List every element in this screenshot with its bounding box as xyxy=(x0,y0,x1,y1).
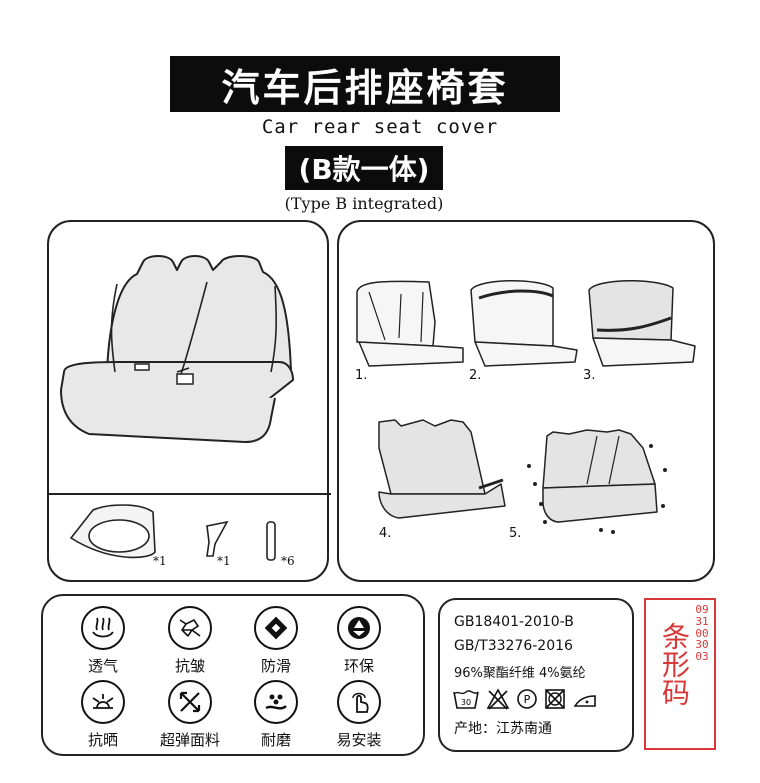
iron-low-icon xyxy=(573,695,596,707)
material-line: 96%聚酯纤维 4%氨纶 xyxy=(454,666,586,681)
barcode-label: 条形码 xyxy=(658,622,691,706)
breathable-icon xyxy=(81,606,125,650)
elastic-fabric-icon xyxy=(168,680,212,724)
page-title: 汽车后排座椅套 xyxy=(221,65,509,110)
push-arrow-icons xyxy=(527,444,667,534)
no-tumble-dry-icon xyxy=(545,689,565,709)
tube-stick-icon xyxy=(266,521,276,561)
feature-sun-resistant: 抗晒 xyxy=(58,680,148,750)
sun-resistant-icon xyxy=(81,680,125,724)
title-english: Car rear seat cover xyxy=(261,116,499,138)
step-label-2: 2. xyxy=(469,368,482,383)
step-label-1: 1. xyxy=(355,368,368,383)
origin-line: 产地：江苏南通 xyxy=(454,721,552,737)
anti-wrinkle-icon xyxy=(168,606,212,650)
buckle-slot-icon xyxy=(134,363,150,371)
type-english: (Type B integrated) xyxy=(284,194,444,213)
standard-line-1: GB18401-2010-B xyxy=(454,614,574,630)
step-label-3: 3. xyxy=(583,368,596,383)
recycle-icon xyxy=(337,606,381,650)
spec-panel: GB18401-2010-B GB/T33276-2016 96%聚酯纤维 4%… xyxy=(438,598,634,752)
wash-30-icon: 30 xyxy=(453,690,479,709)
feature-non-slip: 防滑 xyxy=(231,606,321,676)
feature-elastic: 超弹面料 xyxy=(145,680,235,750)
hook-clip-icon xyxy=(206,520,229,557)
non-slip-icon xyxy=(254,606,298,650)
installation-steps-illustration xyxy=(356,280,696,534)
feature-easy-install: 易安装 xyxy=(314,680,404,750)
acc-qty-stick: *6 xyxy=(281,554,295,568)
dry-clean-p-icon: P xyxy=(517,689,537,709)
type-banner: (B款一体) xyxy=(285,146,443,190)
easy-install-icon xyxy=(337,680,381,724)
acc-qty-clip: *1 xyxy=(217,554,231,568)
seat-cover-illustration xyxy=(49,255,331,561)
product-panel: *1 *1 *6 xyxy=(47,220,331,582)
type-label: (B款一体) xyxy=(298,153,430,186)
svg-text:P: P xyxy=(524,693,531,706)
feature-wear-resistant: 耐磨 xyxy=(231,680,321,750)
installation-panel: 1. 2. 3. 4. 5. xyxy=(337,220,715,582)
acc-qty-headrest: *1 xyxy=(153,554,167,568)
no-bleach-icon xyxy=(486,688,510,710)
features-panel: 透气 抗皱 防滑 环保 抗晒 超弹面料 耐磨 xyxy=(41,594,425,756)
svg-text:30: 30 xyxy=(461,698,471,707)
barcode-digits: 0931003003 xyxy=(695,603,709,664)
standard-line-2: GB/T33276-2016 xyxy=(454,638,573,654)
feature-eco: 环保 xyxy=(314,606,404,676)
step-label-5: 5. xyxy=(509,526,522,541)
barcode-box: 条形码 0931003003 xyxy=(644,598,716,750)
step-label-4: 4. xyxy=(379,526,392,541)
wear-resistant-icon xyxy=(254,680,298,724)
title-banner: 汽车后排座椅套 xyxy=(170,56,560,112)
feature-breathable: 透气 xyxy=(58,606,148,676)
care-icons-row: 30 P xyxy=(452,688,598,710)
feature-anti-wrinkle: 抗皱 xyxy=(145,606,235,676)
buckle-icon xyxy=(176,373,194,385)
